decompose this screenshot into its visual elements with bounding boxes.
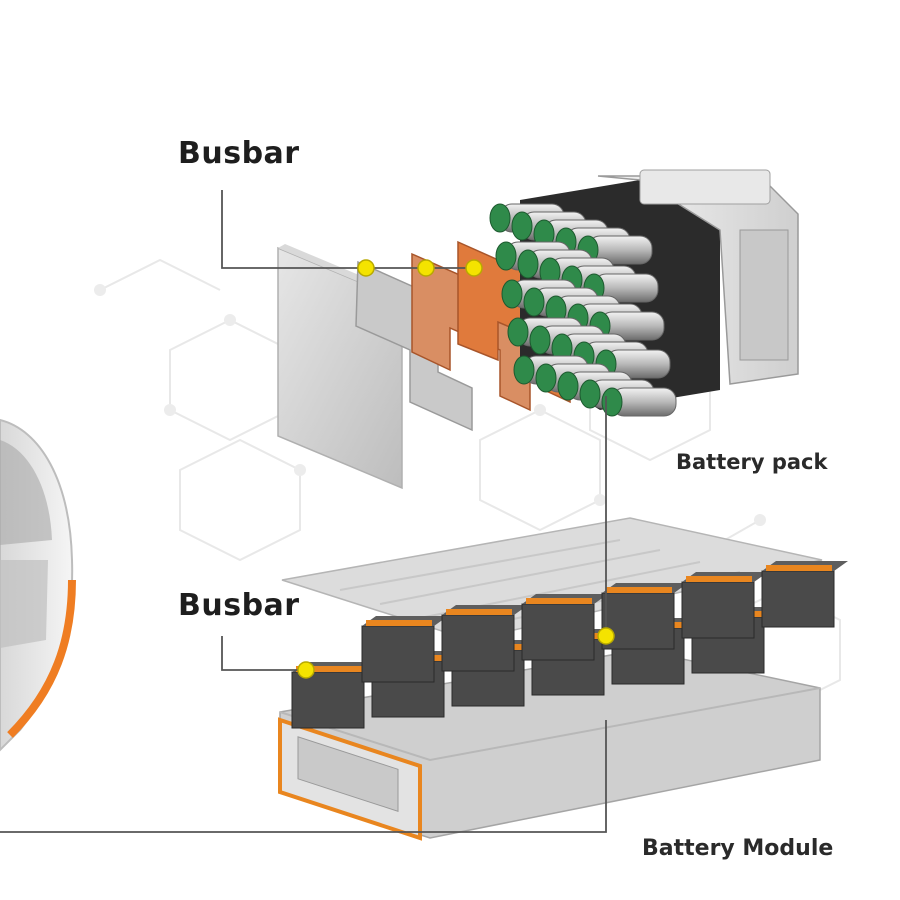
leader-line-module [0, 720, 607, 833]
cylindrical-cell [589, 311, 665, 341]
prismatic-cell [761, 561, 848, 628]
prismatic-cell [291, 662, 378, 729]
prismatic-cells [291, 561, 848, 729]
label-busbar-module: Busbar [178, 588, 300, 623]
label-battery-module: Battery Module [642, 836, 834, 861]
prismatic-cell [521, 594, 608, 661]
marker-dot [357, 259, 375, 277]
cylindrical-cell [583, 273, 659, 303]
prismatic-cell [361, 616, 448, 683]
marker-dots [297, 259, 615, 679]
marker-dot [297, 661, 315, 679]
prismatic-cell [441, 605, 528, 672]
prismatic-cell [601, 583, 688, 650]
label-busbar-top: Busbar [178, 136, 300, 171]
label-battery-pack: Battery pack [676, 450, 828, 474]
marker-dot [597, 627, 615, 645]
prismatic-cell [681, 572, 768, 639]
leader-lines [0, 190, 607, 833]
leader-line-busbar-mid [221, 636, 306, 671]
leader-line-busbar-top [221, 190, 474, 269]
cylindrical-cell [601, 387, 677, 417]
cylindrical-cells [489, 203, 677, 417]
marker-dot [417, 259, 435, 277]
marker-dot [465, 259, 483, 277]
electric-car-illustration [0, 418, 76, 752]
